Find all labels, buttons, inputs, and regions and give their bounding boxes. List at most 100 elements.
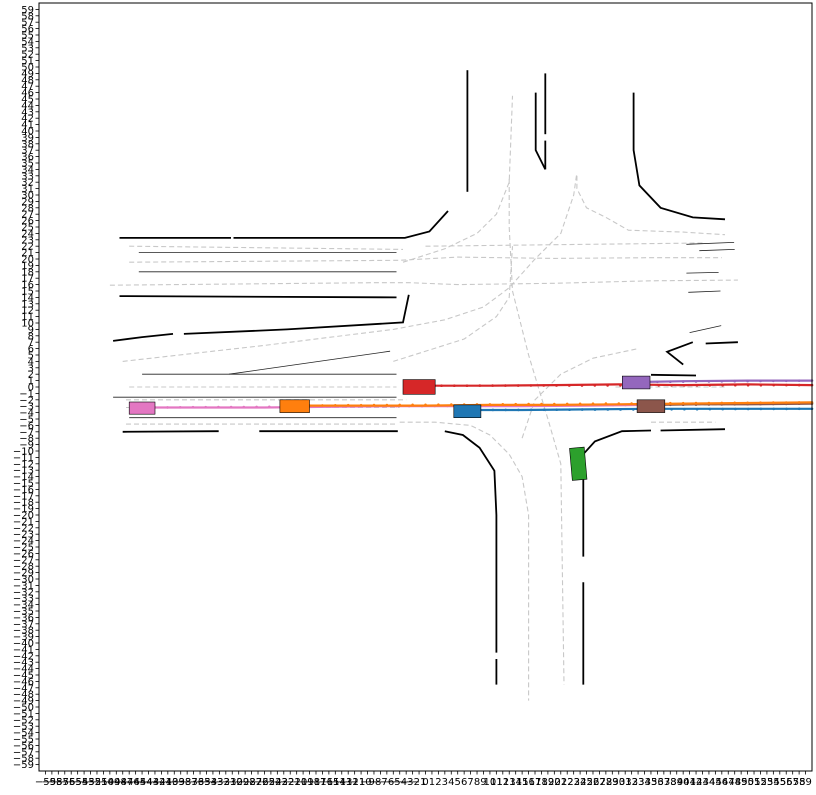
trajectory-point: [772, 408, 775, 411]
trajectory-point: [268, 406, 271, 409]
trajectory-point: [321, 404, 324, 407]
trajectory-point: [504, 384, 507, 387]
lane-centerline: [426, 243, 703, 246]
trajectory-point: [772, 384, 775, 387]
road-boundary: [583, 431, 651, 455]
x-tick-label: 1: [429, 777, 435, 788]
trajectory-point: [798, 384, 801, 387]
trajectory-point: [683, 408, 686, 411]
trajectory-point: [230, 406, 233, 409]
trajectory-point: [204, 406, 207, 409]
trajectory-point: [746, 380, 749, 383]
trajectory-point: [772, 380, 775, 383]
trajectory-point: [670, 408, 673, 411]
trajectory-point: [695, 380, 698, 383]
trajectory-point: [785, 384, 788, 387]
vehicle: [454, 405, 481, 418]
trajectory-point: [785, 401, 788, 404]
trajectory-point: [669, 380, 672, 383]
trajectory-point: [424, 404, 427, 407]
trajectory-point: [594, 408, 597, 411]
road-boundary: [445, 431, 497, 652]
trajectory-point: [581, 408, 584, 411]
road-boundary: [184, 295, 409, 334]
vehicle: [280, 400, 310, 413]
road-boundary: [120, 296, 397, 297]
trajectory-point: [453, 384, 456, 387]
trajectory-point: [543, 409, 546, 412]
x-tick-label: 2: [435, 777, 441, 788]
trajectory-point: [489, 403, 492, 406]
trajectory-point: [566, 403, 569, 406]
trajectory-point: [696, 384, 699, 387]
trajectory-point: [555, 384, 558, 387]
vehicle: [637, 400, 665, 413]
lane-centerline: [400, 422, 529, 700]
road-boundary: [113, 334, 173, 341]
trajectory-point: [530, 409, 533, 412]
trajectory-point: [708, 380, 711, 383]
trajectory-point: [760, 408, 763, 411]
trajectory-point: [759, 380, 762, 383]
trajectory-point: [747, 384, 750, 387]
trajectory-point: [618, 402, 621, 405]
vehicle: [622, 376, 650, 389]
trajectory-point: [747, 408, 750, 411]
trajectory-point: [733, 380, 736, 383]
lane-line: [686, 272, 718, 273]
trajectory-point: [606, 384, 609, 387]
trajectory-point: [492, 409, 495, 412]
trajectory-point: [607, 408, 610, 411]
vehicle: [129, 402, 155, 414]
trajectory-point: [491, 384, 494, 387]
trajectory-point: [682, 402, 685, 405]
vehicle: [403, 380, 435, 395]
trajectory-point: [579, 403, 582, 406]
x-tick-label: 3: [442, 777, 448, 788]
lane-line: [688, 291, 720, 292]
road-boundary: [634, 93, 725, 220]
lane-centerline: [129, 246, 403, 249]
lane-line: [690, 326, 722, 333]
trajectory-point: [630, 402, 633, 405]
trajectory-point: [553, 403, 556, 406]
x-tick-label: 59: [799, 777, 812, 788]
trajectory-point: [619, 408, 622, 411]
road-boundary: [536, 93, 546, 170]
trajectory-point: [334, 404, 337, 407]
trajectory-point: [542, 384, 545, 387]
vehicles: [129, 376, 665, 480]
trajectory-point: [179, 406, 182, 409]
trajectory-point: [605, 402, 608, 405]
trajectory-point: [166, 406, 169, 409]
lane-line: [699, 249, 734, 250]
trajectory-point: [734, 408, 737, 411]
x-tick-label: 7: [467, 777, 473, 788]
trajectory-point: [798, 408, 801, 411]
trajectory-point: [721, 384, 724, 387]
trajectory-point: [798, 401, 801, 404]
road-boundary: [123, 431, 219, 432]
trajectory-point: [682, 380, 685, 383]
lane-centerline: [393, 246, 512, 361]
trajectory-point: [255, 406, 258, 409]
lane-centerline: [403, 96, 513, 262]
trajectory-point: [785, 380, 788, 383]
trajectory-point: [517, 409, 520, 412]
trajectory-point: [360, 404, 363, 407]
trajectory-point: [657, 384, 660, 387]
trajectory-point: [440, 384, 443, 387]
trajectory-point: [398, 404, 401, 407]
x-tick-label: 0: [422, 777, 428, 788]
trajectory-point: [514, 403, 517, 406]
trajectory-point: [785, 408, 788, 411]
lane-centerline: [577, 176, 725, 235]
road-boundary: [651, 375, 696, 376]
trajectory-point: [721, 380, 724, 383]
trajectory-point: [373, 404, 376, 407]
trajectory-point: [696, 408, 699, 411]
trajectory-point: [683, 384, 686, 387]
x-tick-label: 4: [448, 777, 454, 788]
trajectory-point: [721, 408, 724, 411]
